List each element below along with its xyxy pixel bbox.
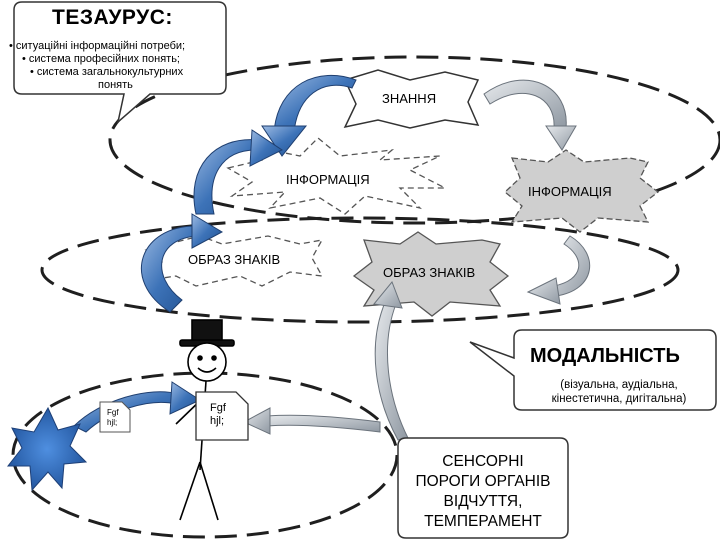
sign-image-box-label: ОБРАЗ ЗНАКІВ (383, 265, 476, 280)
information-burst-shape (226, 137, 446, 215)
note-big-line-2: hjl; (210, 415, 225, 427)
sensory-box (397, 437, 569, 539)
sign-image-burst-label: ОБРАЗ ЗНАКІВ (188, 252, 281, 267)
information-box-shape (504, 149, 660, 233)
modality-title: МОДАЛЬНІСТЬ (530, 345, 680, 367)
thesaurus-callout (13, 1, 227, 125)
blue-star-icon (6, 406, 88, 492)
sensory-line-2: ПОРОГИ ОРГАНІВ (415, 473, 551, 490)
grey-arrow-modality-to-note (267, 414, 381, 433)
dashed-ellipse-top (108, 55, 720, 225)
dashed-ellipse-bottom (11, 371, 399, 539)
grey-arrow-modality-to-note-head (242, 407, 271, 435)
note-small-shape (99, 401, 131, 433)
blue-arrow-star-to-note-head (169, 381, 202, 415)
grey-arrow-knowledge-right-head (545, 125, 577, 151)
note-big-text: Fgf hjl; (210, 402, 226, 428)
information-burst-label: ІНФОРМАЦІЯ (286, 172, 370, 187)
note-small-line-1: Fgf (107, 408, 119, 417)
thesaurus-item-2: • система професійних понять; (22, 53, 180, 65)
sensory-line-4: ТЕМПЕРАМЕНТ (424, 513, 542, 530)
blue-arrow-sign-image-head (191, 213, 224, 249)
note-small-line-2: hjl; (107, 418, 118, 427)
thesaurus-item-3: • система загальнокультурних (30, 66, 184, 78)
blue-arrow-information-head (249, 129, 283, 167)
thesaurus-item-4: понять (98, 79, 133, 91)
sensory-line-3: ВІДЧУТТЯ, (443, 493, 523, 510)
face-icon (187, 342, 227, 382)
dashed-ellipse-middle (40, 216, 680, 324)
grey-arrow-information-right-head (526, 277, 561, 305)
note-big-line-1: Fgf (210, 402, 226, 414)
modality-subtitle: (візуальна, аудіальна, кінестетична, диг… (526, 378, 712, 406)
knowledge-label: ЗНАННЯ (382, 91, 437, 106)
grey-arrow-sensory-up-head (373, 281, 403, 309)
modality-callout (469, 329, 717, 411)
top-hat-icon (191, 319, 223, 343)
grey-arrow-information-right (553, 235, 591, 297)
modality-subtitle-line-1: (візуальна, аудіальна, (560, 379, 678, 391)
grey-arrow-knowledge-right (483, 79, 567, 129)
blue-arrow-knowledge-head (261, 125, 308, 157)
sign-image-burst-shape (144, 235, 324, 287)
information-box-label: ІНФОРМАЦІЯ (528, 184, 612, 199)
thesaurus-item-1: • ситуаційні інформаційні потреби; (9, 40, 186, 52)
knowledge-burst-shape (343, 69, 480, 129)
blue-arrow-knowledge (273, 74, 357, 133)
modality-subtitle-line-2: кінестетична, дигітальна) (551, 393, 687, 405)
note-big-shape (195, 391, 249, 441)
sensory-text: СЕНСОРНІ ПОРОГИ ОРГАНІВ ВІДЧУТТЯ, ТЕМПЕР… (400, 452, 566, 532)
note-small-text: Fgf hjl; (107, 408, 119, 428)
thesaurus-title: ТЕЗАУРУС: (52, 6, 173, 29)
sensory-line-1: СЕНСОРНІ (442, 453, 524, 470)
